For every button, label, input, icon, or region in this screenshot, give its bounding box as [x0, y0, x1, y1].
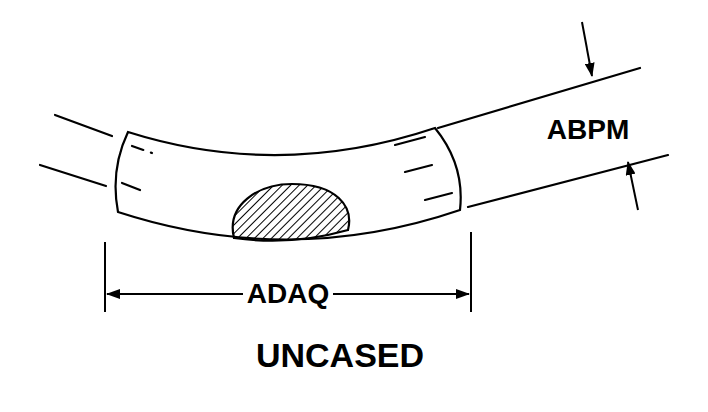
dimension-label: ABPM	[543, 115, 633, 146]
dimension-label: ADAQ	[243, 279, 333, 310]
figure-caption: UNCASED	[252, 337, 428, 374]
